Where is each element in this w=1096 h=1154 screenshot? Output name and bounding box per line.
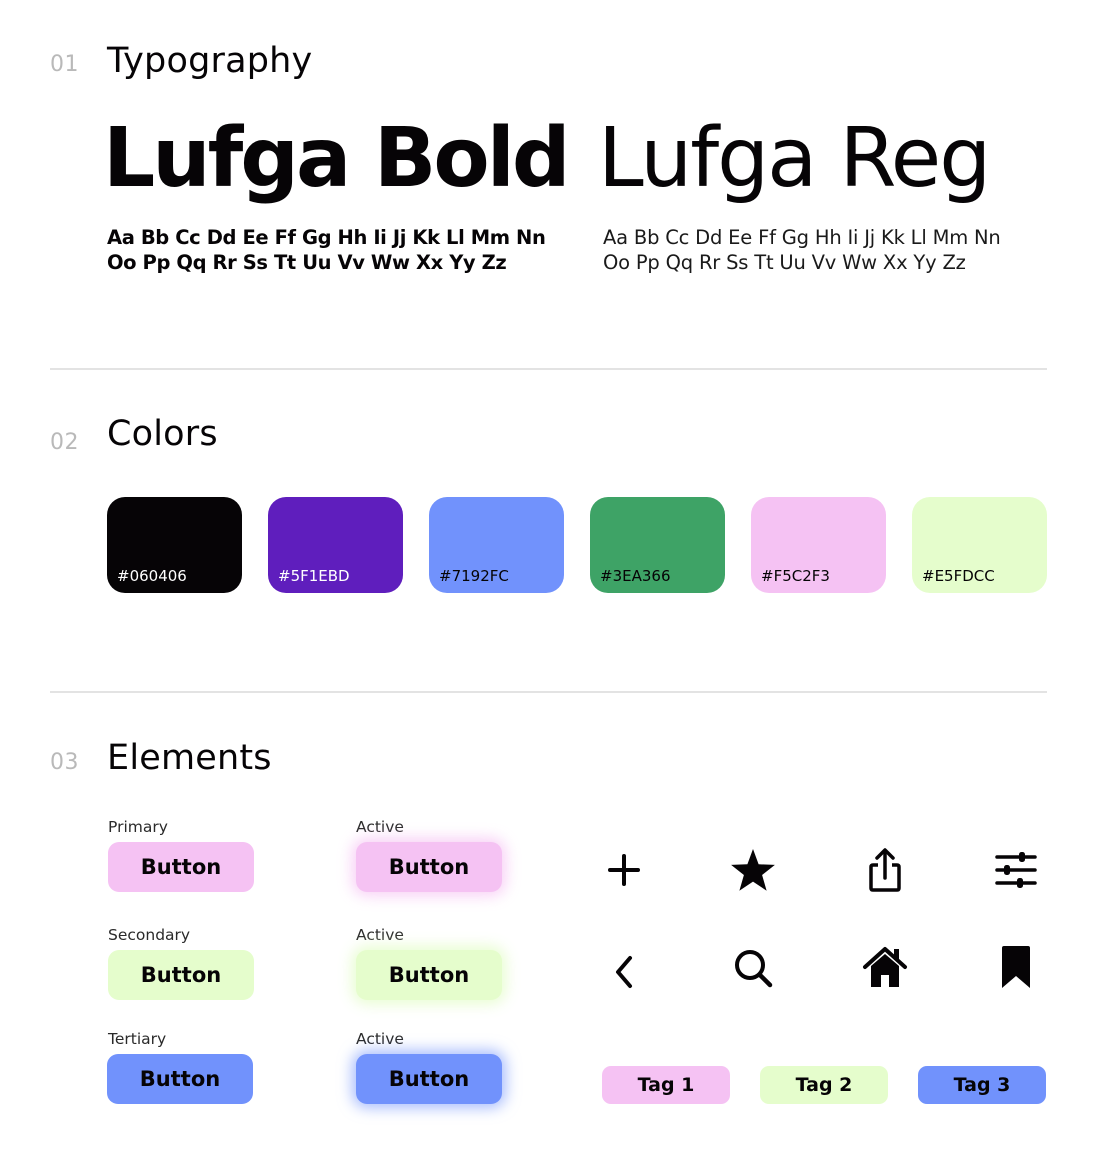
button-caption-primary-active: Active [356, 818, 404, 836]
color-swatch-label: #7192FC [439, 567, 509, 585]
secondary-button-active[interactable]: Button [356, 950, 502, 1000]
color-swatch: #F5C2F3 [751, 497, 886, 593]
color-swatch: #5F1EBD [268, 497, 403, 593]
primary-button[interactable]: Button [108, 842, 254, 892]
button-caption-secondary: Secondary [108, 926, 191, 944]
alphabet-regular-line-1: Aa Bb Cc Dd Ee Ff Gg Hh Ii Jj Kk Ll Mm N… [603, 226, 1001, 249]
color-swatch: #060406 [107, 497, 242, 593]
primary-button-active[interactable]: Button [356, 842, 502, 892]
section-number-typography: 01 [50, 52, 79, 77]
secondary-button[interactable]: Button [108, 950, 254, 1000]
plus-icon[interactable] [600, 846, 648, 894]
font-sample-regular: Lufga Reg [598, 111, 991, 206]
tag-chip[interactable]: Tag 3 [918, 1066, 1046, 1104]
tag-chip[interactable]: Tag 1 [602, 1066, 730, 1104]
color-swatch: #7192FC [429, 497, 564, 593]
button-caption-primary: Primary [108, 818, 168, 836]
button-caption-tertiary-active: Active [356, 1030, 404, 1048]
search-icon[interactable] [729, 944, 777, 992]
color-swatch-label: #5F1EBD [278, 567, 350, 585]
section-title-colors: Colors [107, 414, 218, 454]
color-swatch: #3EA366 [590, 497, 725, 593]
share-icon[interactable] [861, 846, 909, 894]
sliders-icon[interactable] [992, 846, 1040, 894]
section-title-typography: Typography [107, 41, 313, 81]
section-divider [50, 691, 1047, 693]
section-divider [50, 368, 1047, 370]
star-icon[interactable] [729, 846, 777, 894]
chevron-left-icon[interactable] [600, 948, 648, 996]
bookmark-icon[interactable] [992, 943, 1040, 991]
home-icon[interactable] [861, 943, 909, 991]
alphabet-bold-line-2: Oo Pp Qq Rr Ss Tt Uu Vv Ww Xx Yy Zz [107, 251, 507, 274]
button-caption-secondary-active: Active [356, 926, 404, 944]
alphabet-bold-line-1: Aa Bb Cc Dd Ee Ff Gg Hh Ii Jj Kk Ll Mm N… [107, 226, 546, 249]
color-swatch-label: #E5FDCC [922, 567, 995, 585]
section-number-colors: 02 [50, 430, 79, 455]
color-swatch-label: #F5C2F3 [761, 567, 830, 585]
color-swatch-label: #060406 [117, 567, 187, 585]
color-swatch: #E5FDCC [912, 497, 1047, 593]
section-number-elements: 03 [50, 750, 79, 775]
tag-chip[interactable]: Tag 2 [760, 1066, 888, 1104]
tertiary-button-active[interactable]: Button [356, 1054, 502, 1104]
section-title-elements: Elements [107, 738, 272, 778]
button-caption-tertiary: Tertiary [108, 1030, 167, 1048]
alphabet-regular-line-2: Oo Pp Qq Rr Ss Tt Uu Vv Ww Xx Yy Zz [603, 251, 966, 274]
tertiary-button[interactable]: Button [107, 1054, 253, 1104]
color-swatch-label: #3EA366 [600, 567, 671, 585]
font-sample-bold: Lufga Bold [103, 111, 571, 206]
